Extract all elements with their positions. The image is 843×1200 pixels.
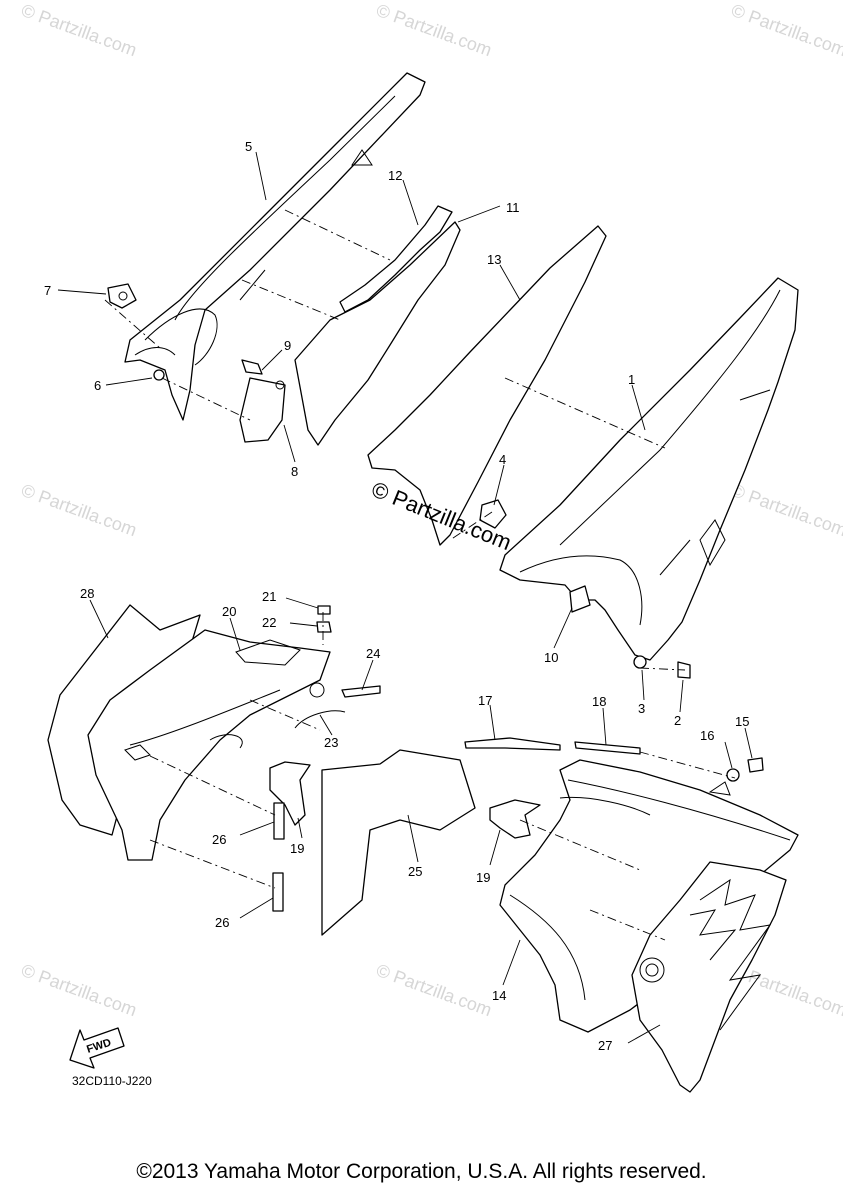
part-8-bracket bbox=[239, 377, 286, 443]
callout-24: 24 bbox=[366, 646, 380, 661]
callout-21: 21 bbox=[262, 589, 276, 604]
part-22-nut bbox=[316, 621, 332, 633]
part-18-strip bbox=[574, 741, 641, 755]
callout-17: 17 bbox=[478, 693, 492, 708]
callout-5: 5 bbox=[245, 139, 252, 154]
part-12-strip bbox=[339, 205, 453, 313]
callout-2: 2 bbox=[674, 713, 681, 728]
callout-14: 14 bbox=[492, 988, 506, 1003]
callout-27: 27 bbox=[598, 1038, 612, 1053]
part-14-right-shroud bbox=[499, 759, 799, 1033]
watermark: © Partzilla.com bbox=[19, 960, 140, 1020]
hardware-parts bbox=[107, 283, 764, 782]
part-16-nut bbox=[726, 768, 740, 782]
part-19-right-clip bbox=[489, 799, 541, 839]
part-3-washer bbox=[633, 655, 647, 669]
diagram-code: 32CD110-J220 bbox=[72, 1074, 152, 1088]
callout-15: 15 bbox=[735, 714, 749, 729]
callout-20: 20 bbox=[222, 604, 236, 619]
guide-lines bbox=[104, 209, 736, 941]
callout-8: 8 bbox=[291, 464, 298, 479]
part-17-strip bbox=[464, 737, 561, 751]
part-9-bolt bbox=[241, 359, 263, 375]
callout-23: 23 bbox=[324, 735, 338, 750]
callout-18: 18 bbox=[592, 694, 606, 709]
part-20-left-shroud bbox=[87, 629, 331, 861]
part-26-tape-lower bbox=[272, 872, 284, 912]
callout-1: 1 bbox=[628, 372, 635, 387]
part-10-bracket bbox=[569, 585, 591, 613]
part-15-screw bbox=[747, 757, 764, 773]
watermark: © Partzilla.com bbox=[729, 480, 843, 540]
part-25-decal bbox=[321, 749, 476, 936]
callout-7: 7 bbox=[44, 283, 51, 298]
callout-10: 10 bbox=[544, 650, 558, 665]
watermark: © Partzilla.com bbox=[729, 0, 843, 60]
part-26-tape-upper bbox=[273, 802, 285, 840]
part-11-panel bbox=[294, 221, 461, 446]
copyright-notice: ©2013 Yamaha Motor Corporation, U.S.A. A… bbox=[136, 1160, 707, 1183]
part-5-left-side-cover bbox=[124, 72, 426, 421]
callout-4: 4 bbox=[499, 452, 506, 467]
part-1-right-side-cover bbox=[499, 277, 799, 661]
part-21-screw bbox=[317, 605, 331, 615]
callout-28: 28 bbox=[80, 586, 94, 601]
part-24-strip bbox=[341, 685, 381, 698]
callout-22: 22 bbox=[262, 615, 276, 630]
callout-26-upper: 26 bbox=[212, 832, 226, 847]
callout-labels: 1 2 3 4 5 6 7 8 9 10 11 12 13 14 15 16 1… bbox=[44, 139, 749, 1053]
callout-13: 13 bbox=[487, 252, 501, 267]
callout-19-left: 19 bbox=[290, 841, 304, 856]
callout-16: 16 bbox=[700, 728, 714, 743]
part-13-gasket bbox=[367, 225, 607, 546]
callout-26-lower: 26 bbox=[215, 915, 229, 930]
part-7-grommet bbox=[107, 283, 137, 309]
watermark: © Partzilla.com bbox=[374, 960, 495, 1020]
watermark: © Partzilla.com bbox=[19, 480, 140, 540]
part-19-left-clip bbox=[269, 761, 311, 826]
callout-25: 25 bbox=[408, 864, 422, 879]
part-23-strip bbox=[294, 710, 346, 729]
callout-11: 11 bbox=[506, 200, 520, 215]
leader-lines bbox=[57, 151, 753, 1044]
part-27-graphic-decal bbox=[631, 861, 787, 1093]
watermark: © Partzilla.com bbox=[374, 0, 495, 60]
part-6-collar bbox=[153, 369, 165, 381]
watermark: © Partzilla.com bbox=[19, 0, 140, 60]
callout-3: 3 bbox=[638, 701, 645, 716]
callout-19-right: 19 bbox=[476, 870, 490, 885]
callout-12: 12 bbox=[388, 168, 402, 183]
callout-9: 9 bbox=[284, 338, 291, 353]
fwd-arrow-icon: FWD bbox=[69, 1027, 125, 1069]
callout-6: 6 bbox=[94, 378, 101, 393]
